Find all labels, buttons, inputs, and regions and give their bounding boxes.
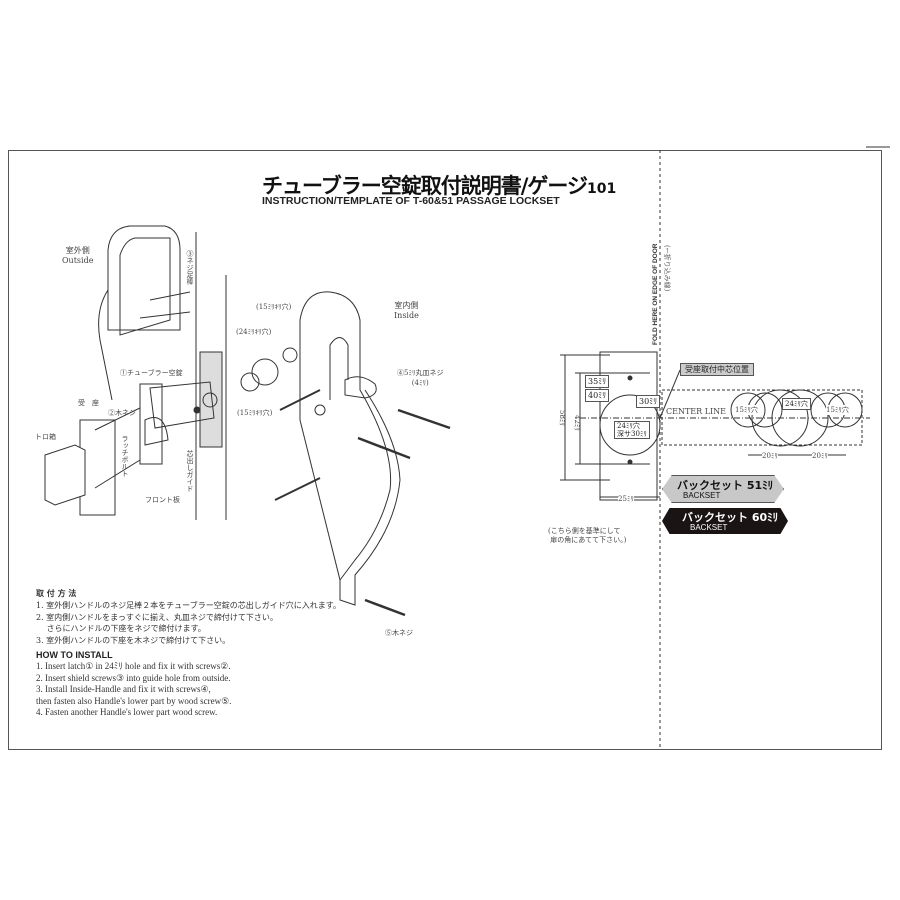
label-round-screw: ④5ﾐﾘ丸皿ネジ(4ﾐﾘ)	[397, 369, 444, 387]
instruction-en-item: 3. Install Inside-Handle and fix it with…	[36, 684, 211, 694]
label-strike: 受 座	[78, 399, 99, 407]
screws	[274, 389, 451, 617]
instruction-en-item: 4. Fasten another Handle's lower part wo…	[36, 707, 218, 717]
label-wood-screw5: ⑤木ネジ	[385, 629, 413, 637]
backset-60-badge: バックセット 60ﾐﾘ BACKSET	[662, 508, 788, 534]
document-frame	[8, 150, 882, 750]
instruction-jp-item: 3. 室外側ハンドルの下座を木ネジで締付けて下さい。	[36, 635, 231, 645]
backset-51-badge: バックセット 51ﾐﾘ BACKSET	[662, 475, 784, 503]
instructions-jp: 取 付 方 法 1. 室外側ハンドルのネジ足棒２本をチューブラー空錠の芯出しガイ…	[36, 588, 341, 646]
instruction-en-item: then fasten also Handle's lower part by …	[36, 695, 232, 706]
dist-20a: 20ﾐﾘ	[762, 451, 778, 461]
label-tubular-latch: ①チューブラー空錠	[120, 369, 183, 377]
hole24-right-label: 24ﾐﾘ穴	[782, 398, 811, 410]
instruction-en-item: 1. Insert latch① in 24ﾐﾘ hole and fix it…	[36, 661, 231, 671]
inside-handle	[299, 291, 401, 606]
label-wood-screw2: ②木ネジ	[108, 409, 136, 417]
fold-instruction-jp: (←折り込み線)	[663, 245, 671, 292]
page-title-en: INSTRUCTION/TEMPLATE OF T-60&51 PASSAGE …	[262, 195, 560, 207]
instruction-jp-item: 1. 室外側ハンドルのネジ足棒２本をチューブラー空錠の芯出しガイド穴に入れます。	[36, 601, 341, 610]
center-line-label: CENTER LINE	[666, 407, 727, 416]
instruction-jp-item: さらにハンドルの下座をネジで締付けます。	[36, 624, 206, 633]
tubular-latch	[94, 351, 223, 489]
hole15-right-label: 15ﾐﾘ穴	[826, 405, 849, 415]
dim-30: 30ﾐﾘ	[636, 395, 661, 408]
fold-instruction: FOLD HERE ON EDGE OF DOOR	[652, 243, 659, 345]
instructions-en: HOW TO INSTALL 1. Insert latch① in 24ﾐﾘ …	[36, 650, 231, 719]
dim-42: 42ﾐﾘ	[573, 415, 581, 431]
instructions-en-heading: HOW TO INSTALL	[36, 650, 113, 660]
holes	[240, 347, 298, 392]
dim-35: 35ﾐﾘ	[585, 375, 610, 388]
label-hole15a: (15ﾐﾘｷﾘ穴)	[256, 303, 292, 311]
label-hole24: (24ﾐﾘｷﾘ穴)	[236, 328, 272, 336]
page-title-jp: チューブラー空錠取付説明書/ゲージ101	[262, 174, 617, 198]
label-front-plate: フロント板	[145, 496, 180, 504]
strike-center-label: 受座取付中芯位置	[680, 363, 754, 376]
label-guide: 芯出しガイド	[186, 450, 194, 492]
label-hole15b: (15ﾐﾘｷﾘ穴)	[237, 409, 273, 417]
outside-handle	[98, 225, 191, 401]
dim-40: 40ﾐﾘ	[585, 389, 610, 402]
instruction-jp-item: 2. 室内側ハンドルをまっすぐに揃え、丸皿ネジで締付けて下さい。	[36, 612, 278, 622]
instructions-jp-heading: 取 付 方 法	[36, 589, 77, 598]
dim-58: 58ﾐﾘ	[558, 410, 566, 426]
strike-plate	[44, 419, 116, 516]
edge-note: (こちら側を基準にして 扉の角にあてて下さい。)	[548, 527, 627, 544]
template-number: 101	[587, 181, 617, 197]
dim-25: 25ﾐﾘ	[618, 494, 634, 504]
label-latch-bolt: ラッチボルト	[121, 435, 129, 477]
label-box: トロ箱	[35, 433, 56, 441]
main-hole-label: 24ﾐﾘ穴深サ30ﾐﾘ	[614, 421, 650, 439]
template-drawing	[560, 351, 870, 501]
dist-20b: 20ﾐﾘ	[812, 451, 828, 461]
instruction-en-item: 2. Insert shield screws③ into guide hole…	[36, 672, 231, 683]
label-screw-leg: ③ネジ足棒	[186, 250, 194, 285]
hole15-left-label: 15ﾐﾘ穴	[735, 405, 758, 415]
